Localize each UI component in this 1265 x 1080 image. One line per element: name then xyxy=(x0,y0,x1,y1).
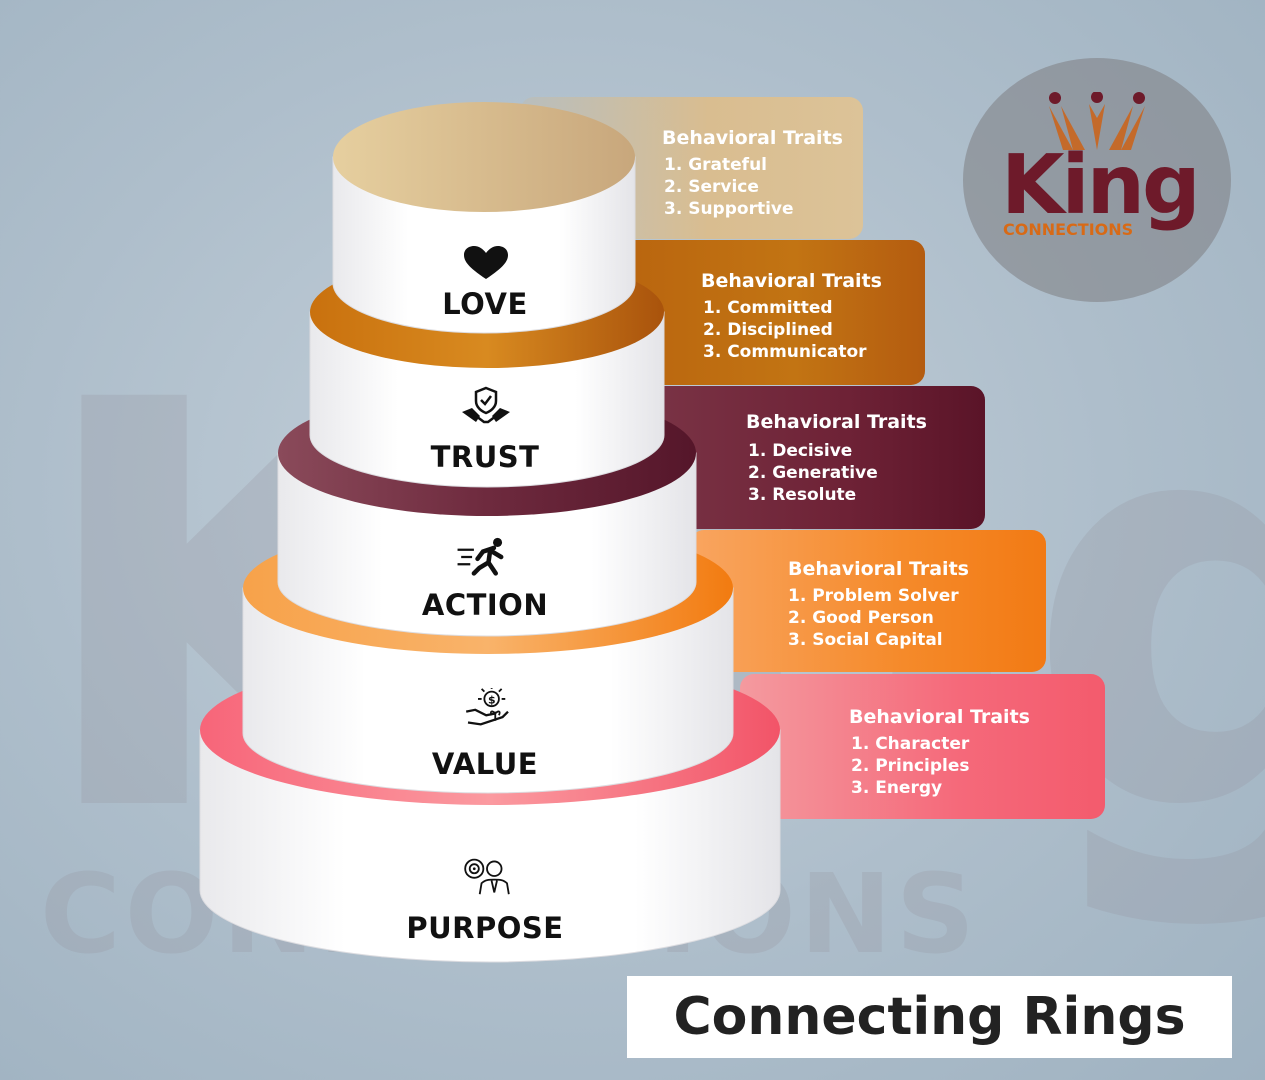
crown-icon xyxy=(1049,92,1145,150)
king-connections-logo: King CONNECTIONS xyxy=(963,58,1231,302)
trait-item: 3. Resolute xyxy=(748,485,857,505)
traits-panel-value: Behavioral Traits 1. Problem Solver 2. G… xyxy=(690,530,1046,672)
tier-label-love: LOVE xyxy=(442,287,528,321)
page-title: Connecting Rings xyxy=(673,987,1186,1047)
trait-item: 1. Character xyxy=(851,734,970,754)
running-person-icon xyxy=(457,537,504,576)
logo-subtitle: CONNECTIONS xyxy=(1003,220,1134,239)
trait-item: 3. Communicator xyxy=(703,342,867,362)
trait-item: 1. Decisive xyxy=(748,441,853,461)
caption-box: Connecting Rings xyxy=(627,976,1232,1058)
traits-panel-action: Behavioral Traits 1. Decisive 2. Generat… xyxy=(640,386,985,529)
trait-item: 1. Committed xyxy=(703,298,833,318)
trait-item: 2. Generative xyxy=(748,463,878,483)
tier-label-trust: TRUST xyxy=(430,440,540,474)
traits-title: Behavioral Traits xyxy=(701,270,882,292)
logo-brand: King xyxy=(1001,138,1201,233)
trait-item: 1. Problem Solver xyxy=(788,586,959,606)
tier-love xyxy=(332,102,636,334)
traits-title: Behavioral Traits xyxy=(746,411,927,433)
trait-item: 3. Energy xyxy=(851,778,943,798)
traits-list: 1. Problem Solver 2. Good Person 3. Soci… xyxy=(788,585,959,651)
traits-title: Behavioral Traits xyxy=(788,558,969,580)
trait-item: 3. Social Capital xyxy=(788,630,943,650)
hand-coin-icon: $ xyxy=(465,688,509,726)
traits-title: Behavioral Traits xyxy=(849,706,1030,728)
traits-title: Behavioral Traits xyxy=(662,127,843,149)
trait-item: 2. Service xyxy=(664,177,759,197)
trait-item: 2. Good Person xyxy=(788,608,934,628)
tier-label-purpose: PURPOSE xyxy=(406,911,564,945)
traits-panel-purpose: Behavioral Traits 1. Character 2. Princi… xyxy=(740,674,1105,819)
traits-list: 1. Grateful 2. Service 3. Supportive xyxy=(664,154,794,220)
handshake-shield-icon xyxy=(462,386,510,424)
trait-item: 2. Disciplined xyxy=(703,320,833,340)
heart-icon xyxy=(464,246,508,279)
traits-list: 1. Character 2. Principles 3. Energy xyxy=(851,733,970,799)
trait-item: 1. Grateful xyxy=(664,155,767,175)
tier-label-value: VALUE xyxy=(431,747,539,781)
trait-item: 2. Principles xyxy=(851,756,970,776)
person-target-icon xyxy=(464,858,510,895)
trait-item: 3. Supportive xyxy=(664,199,794,219)
tier-label-action: ACTION xyxy=(421,588,549,622)
traits-list: 1. Committed 2. Disciplined 3. Communica… xyxy=(703,297,867,363)
svg-text:$: $ xyxy=(488,693,496,706)
traits-list: 1. Decisive 2. Generative 3. Resolute xyxy=(748,440,878,506)
